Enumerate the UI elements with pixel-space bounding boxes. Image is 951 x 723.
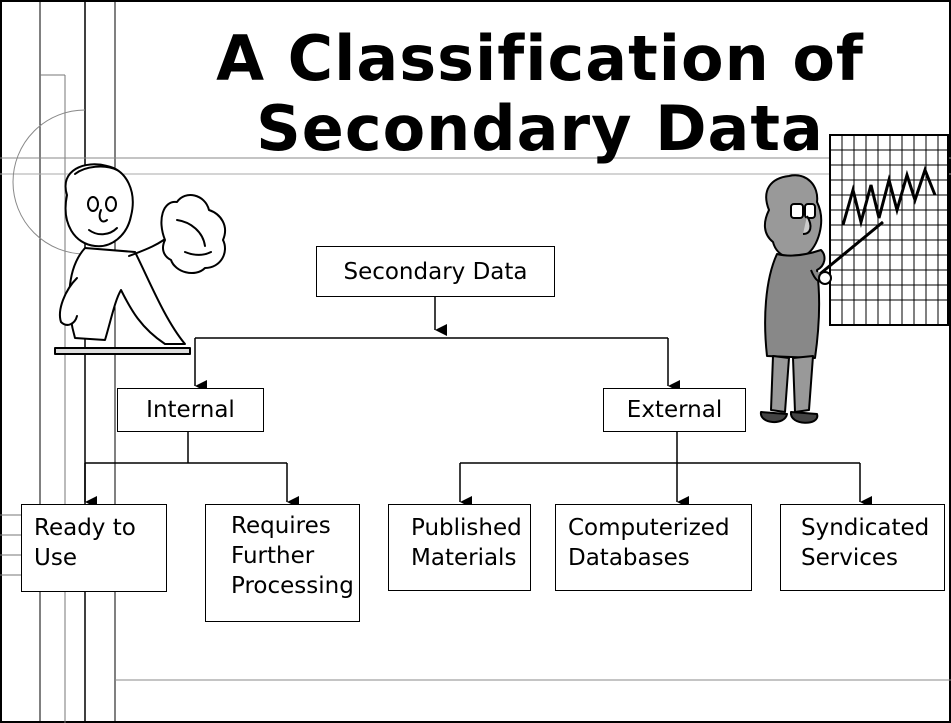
node-syndicated-line-2: Services: [801, 545, 898, 571]
node-computerized-line-1: Computerized: [568, 515, 730, 541]
node-requires-line-1: Requires: [231, 513, 331, 539]
node-secondary-data: Secondary Data: [316, 246, 555, 297]
node-published-materials: Published Materials: [388, 504, 531, 591]
node-published-line-1: Published: [411, 515, 522, 541]
node-syndicated-line-1: Syndicated: [801, 515, 930, 541]
node-ready-to-use-line-2: Use: [34, 545, 77, 571]
slide-title-line-1: A Classification of: [216, 22, 864, 95]
node-external: External: [603, 388, 746, 432]
node-secondary-data-label: Secondary Data: [343, 258, 528, 285]
node-published-line-2: Materials: [411, 545, 517, 571]
cartoon-professor-chart-icon: [760, 134, 949, 424]
node-requires-line-2: Further: [231, 543, 315, 569]
cartoon-presenter-icon: [54, 163, 227, 355]
node-internal-label: Internal: [146, 397, 235, 423]
node-requires-further-processing: Requires Further Processing: [205, 504, 360, 622]
node-syndicated-services: Syndicated Services: [780, 504, 945, 591]
node-ready-to-use-line-1: Ready to: [34, 515, 136, 541]
node-ready-to-use: Ready to Use: [21, 504, 167, 592]
slide-title-line-2: Secondary Data: [256, 92, 824, 165]
node-computerized-databases: Computerized Databases: [555, 504, 752, 591]
node-internal: Internal: [117, 388, 264, 432]
node-computerized-line-2: Databases: [568, 545, 690, 571]
node-requires-line-3: Processing: [231, 573, 354, 599]
node-external-label: External: [626, 397, 723, 423]
